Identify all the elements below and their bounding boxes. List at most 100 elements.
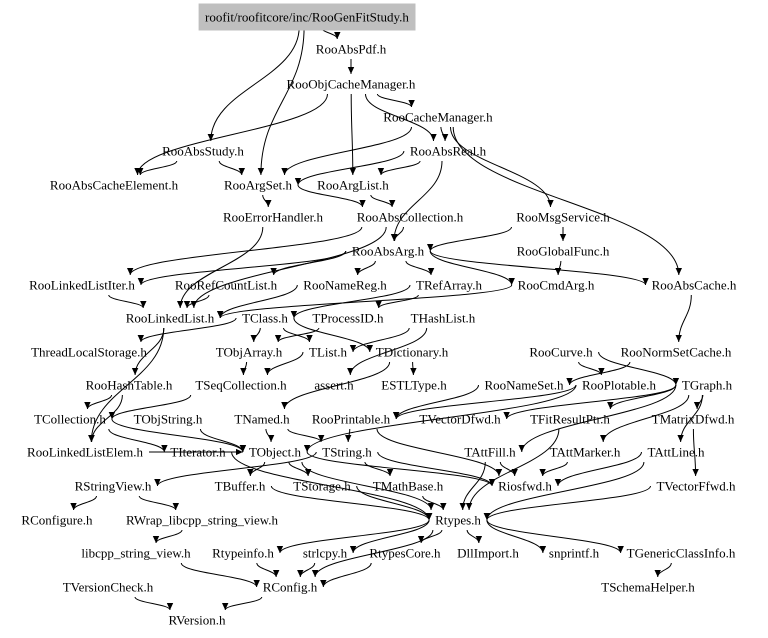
header-node[interactable]: RooGlobalFunc.h	[517, 244, 610, 259]
node-label: TVectorFfwd.h	[656, 479, 736, 494]
header-node[interactable]: RConfig.h	[263, 580, 318, 595]
header-node[interactable]: RooCmdArg.h	[518, 278, 595, 293]
dependency-edge	[134, 93, 328, 176]
node-label: RWrap_libcpp_string_view.h	[126, 513, 279, 528]
node-label: Rtypeinfo.h	[212, 546, 274, 561]
header-node[interactable]: RooAbsStudy.h	[162, 144, 244, 159]
dependency-edge	[347, 327, 428, 376]
dependency-edge	[377, 451, 496, 487]
node-label: RooLinkedList.h	[126, 311, 215, 326]
header-node[interactable]: RooLinkedListIter.h	[29, 278, 135, 293]
header-node[interactable]: TAttMarker.h	[550, 445, 621, 460]
node-label: RooAbsCollection.h	[357, 210, 464, 225]
root-header-node[interactable]: roofit/roofitcore/inc/RooGenFitStudy.h	[198, 3, 416, 31]
header-node[interactable]: TBuffer.h	[215, 479, 266, 494]
header-node[interactable]: TMatrixDfwd.h	[652, 412, 735, 427]
dependency-edge	[183, 294, 210, 309]
header-node[interactable]: RooHashTable.h	[86, 378, 173, 393]
header-node[interactable]: RooLinkedListElem.h	[27, 445, 143, 460]
node-label: RooRefCountList.h	[175, 278, 278, 293]
header-node[interactable]: RooCurve.h	[529, 345, 593, 360]
header-node[interactable]: TClass.h	[242, 311, 288, 326]
dependency-edge	[365, 93, 437, 142]
header-node[interactable]: TAttLine.h	[647, 445, 705, 460]
header-node[interactable]: TSchemaHelper.h	[601, 580, 695, 595]
dependency-edge	[137, 160, 178, 176]
header-node[interactable]: RConfigure.h	[21, 513, 93, 528]
header-node[interactable]: RooMsgService.h	[516, 210, 610, 225]
header-node[interactable]: Rtypeinfo.h	[212, 546, 274, 561]
header-node[interactable]: TList.h	[309, 345, 347, 360]
header-node[interactable]: TObjString.h	[134, 412, 203, 427]
header-node[interactable]: RooNameSet.h	[484, 378, 564, 393]
header-node[interactable]: TStorage.h	[293, 479, 351, 494]
dependency-edge	[354, 260, 376, 276]
node-label: RooAbsArg.h	[352, 244, 425, 259]
header-node[interactable]: snprintf.h	[549, 546, 600, 561]
header-node[interactable]: TGraph.h	[682, 378, 733, 393]
header-node[interactable]: TObject.h	[249, 445, 302, 460]
dependency-edge	[466, 529, 483, 544]
header-node[interactable]: TMathBase.h	[373, 479, 444, 494]
header-node[interactable]: RooAbsCollection.h	[357, 210, 464, 225]
header-node[interactable]: TObjArray.h	[216, 345, 283, 360]
header-node[interactable]: RooObjCacheManager.h	[287, 77, 416, 92]
header-node[interactable]: RooAbsPdf.h	[316, 42, 387, 57]
header-node[interactable]: RWrap_libcpp_string_view.h	[126, 513, 279, 528]
header-node[interactable]: RStringView.h	[75, 479, 152, 494]
header-node[interactable]: TRefArray.h	[416, 278, 482, 293]
header-node[interactable]: TGenericClassInfo.h	[627, 546, 736, 561]
header-node[interactable]: RooAbsCacheElement.h	[50, 178, 179, 193]
header-node[interactable]: TCollection.h	[34, 412, 106, 427]
header-node[interactable]: strlcpy.h	[303, 546, 348, 561]
dependency-edge	[297, 562, 316, 578]
header-node[interactable]: RooArgSet.h	[224, 178, 293, 193]
dependency-edge	[452, 126, 682, 276]
header-node[interactable]: TVectorDfwd.h	[419, 412, 501, 427]
dependency-edge	[134, 596, 174, 611]
header-node[interactable]: RooLinkedList.h	[126, 311, 215, 326]
node-label: RooErrorHandler.h	[223, 210, 324, 225]
header-node[interactable]: TFitResultPtr.h	[530, 412, 610, 427]
header-node[interactable]: RooPlotable.h	[582, 378, 657, 393]
node-label: RooCurve.h	[529, 345, 593, 360]
dependency-edge	[390, 160, 443, 242]
header-node[interactable]: TVectorFfwd.h	[656, 479, 736, 494]
header-node[interactable]: RooArgList.h	[317, 178, 389, 193]
node-label: TNamed.h	[234, 412, 290, 427]
header-node[interactable]: THashList.h	[411, 311, 476, 326]
header-node[interactable]: RooRefCountList.h	[175, 278, 278, 293]
header-node[interactable]: libcpp_string_view.h	[81, 546, 191, 561]
header-node[interactable]: Rtypes.h	[435, 513, 481, 528]
header-node[interactable]: RooErrorHandler.h	[223, 210, 324, 225]
header-node[interactable]: TString.h	[322, 445, 372, 460]
dependency-edge	[311, 529, 434, 578]
header-node[interactable]: Riosfwd.h	[498, 479, 552, 494]
header-node[interactable]: RooCacheManager.h	[383, 110, 493, 125]
header-node[interactable]: TNamed.h	[234, 412, 290, 427]
header-node[interactable]: TAttFill.h	[464, 445, 516, 460]
node-layer: roofit/roofitcore/inc/RooGenFitStudy.hRo…	[21, 3, 737, 628]
header-node[interactable]: TDictionary.h	[376, 345, 449, 360]
header-node[interactable]: TIterator.h	[170, 445, 226, 460]
header-node[interactable]: TProcessID.h	[312, 311, 384, 326]
header-node[interactable]: RtypesCore.h	[369, 546, 441, 561]
header-node[interactable]: RooNormSetCache.h	[621, 345, 732, 360]
header-node[interactable]: ThreadLocalStorage.h	[31, 345, 147, 360]
header-node[interactable]: RooAbsReal.h	[410, 144, 487, 159]
header-node[interactable]: RooNameReg.h	[303, 278, 387, 293]
dependency-edge	[264, 351, 304, 376]
header-node[interactable]: RooAbsCache.h	[652, 278, 737, 293]
header-node[interactable]: DllImport.h	[457, 546, 519, 561]
header-node[interactable]: assert.h	[314, 378, 354, 393]
node-label: RooNameSet.h	[484, 378, 564, 393]
header-node[interactable]: ESTLType.h	[381, 378, 447, 393]
dependency-edge	[247, 461, 266, 477]
node-label: TList.h	[309, 345, 347, 360]
header-node[interactable]: TVersionCheck.h	[63, 580, 154, 595]
header-node[interactable]: RooPrintable.h	[312, 412, 391, 427]
header-node[interactable]: RVersion.h	[168, 613, 226, 628]
header-node[interactable]: TSeqCollection.h	[195, 378, 287, 393]
dependency-edge	[287, 428, 325, 443]
header-node[interactable]: RooAbsArg.h	[352, 244, 425, 259]
